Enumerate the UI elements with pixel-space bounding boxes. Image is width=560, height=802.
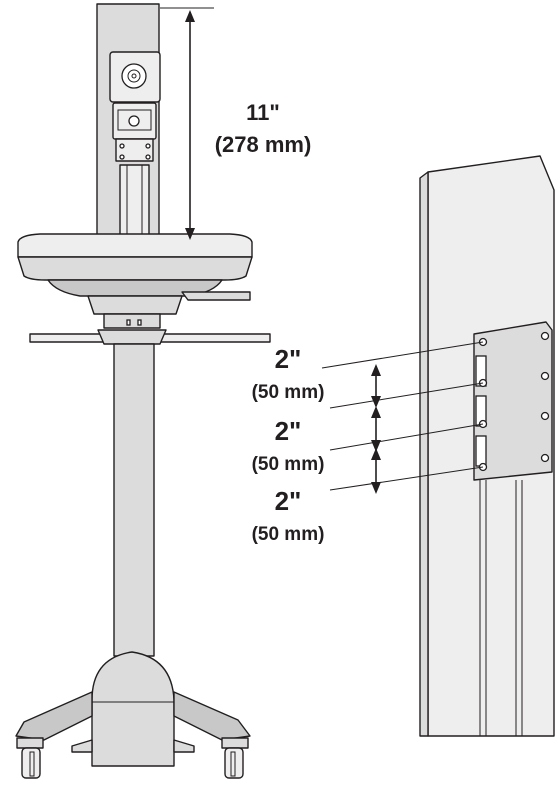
cart-illustration	[15, 3, 271, 779]
spacing-labels: 2" (50 mm) 2" (50 mm) 2" (50 mm)	[252, 344, 325, 545]
column-detail	[419, 155, 555, 737]
spacing-1-metric: (50 mm)	[252, 382, 325, 403]
spacing-3-metric: (50 mm)	[252, 524, 325, 545]
spacing-arrows	[371, 364, 381, 494]
spacing-3-imperial: 2"	[275, 486, 302, 516]
spacing-2-metric: (50 mm)	[252, 454, 325, 475]
height-metric-label: (278 mm)	[215, 132, 312, 157]
spacing-1-imperial: 2"	[275, 344, 302, 374]
height-imperial-label: 11"	[246, 100, 280, 125]
hole-leader-lines	[321, 341, 484, 491]
height-dimension: 11" (278 mm)	[160, 7, 312, 240]
spacing-2-imperial: 2"	[275, 416, 302, 446]
